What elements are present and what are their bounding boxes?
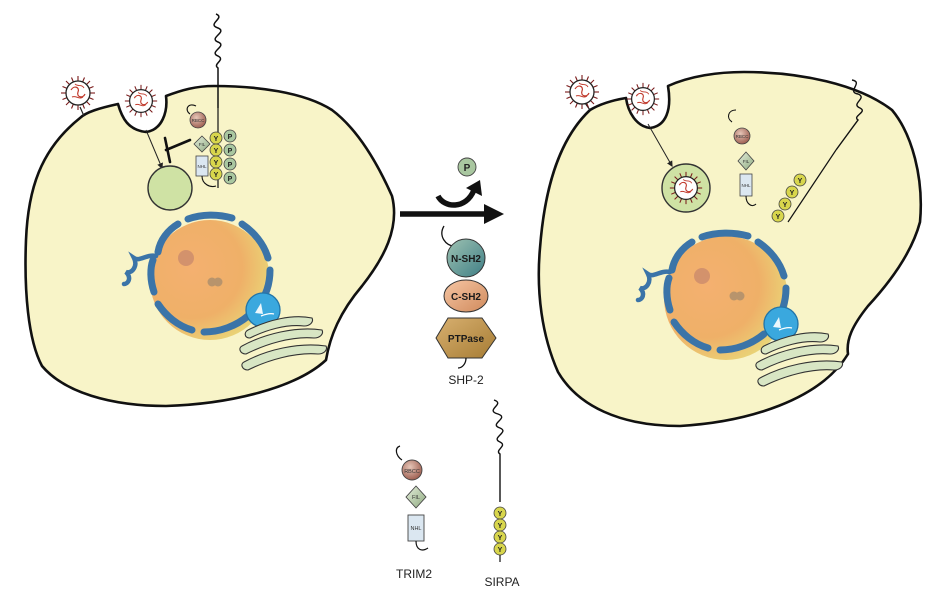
svg-text:Y: Y	[798, 178, 803, 185]
right-internalization-arrow	[647, 123, 673, 168]
release-arrowhead	[466, 180, 482, 196]
svg-text:Y: Y	[214, 148, 219, 155]
left-nucleus	[147, 211, 274, 340]
svg-text:Y: Y	[790, 190, 795, 197]
left-trim2-fil	[193, 135, 211, 153]
main-arrowhead	[484, 204, 504, 224]
svg-text:FIL: FIL	[199, 142, 206, 147]
left-mitochondrion	[245, 292, 281, 328]
released-phosphate: P	[457, 157, 477, 177]
svg-text:Y: Y	[214, 136, 219, 143]
right-trim2-fil	[737, 151, 755, 171]
svg-text:RBCC: RBCC	[736, 134, 750, 139]
svg-text:N-SH2: N-SH2	[451, 254, 481, 265]
left-engulfed-pathogen	[124, 84, 158, 118]
svg-text:Y: Y	[776, 214, 781, 221]
svg-text:P: P	[228, 148, 233, 155]
left-sirpa-receptor: Y Y Y Y P P P P	[209, 13, 237, 188]
left-golgi	[239, 316, 328, 371]
shp2-c-sh2-domain	[443, 279, 489, 313]
svg-text:Y: Y	[498, 535, 503, 542]
left-bound-pathogen	[60, 75, 96, 117]
svg-text:FIL: FIL	[743, 159, 750, 164]
right-phagosome-with-pathogen	[661, 163, 711, 213]
left-trim2: RBCC FIL NHL	[186, 104, 217, 188]
svg-text:NHL: NHL	[410, 526, 421, 532]
right-bound-pathogen	[564, 74, 600, 111]
shp2-protein: N-SH2 C-SH2 PTPase SHP-2	[435, 225, 497, 387]
right-trim2: RBCC FIL NHL	[727, 109, 757, 207]
svg-text:RBCC: RBCC	[404, 469, 420, 475]
trim2-rbcc-domain	[401, 459, 423, 481]
svg-text:Y: Y	[498, 547, 503, 554]
svg-text:Y: Y	[214, 172, 219, 179]
left-trim2-rbcc	[189, 111, 207, 129]
inhibition-symbol	[163, 136, 192, 164]
sirpa-label: SIRPA	[484, 575, 519, 589]
trim2-fil-domain	[405, 485, 427, 509]
left-phospho-groups: P P P P	[223, 129, 237, 185]
trim2-legend: RBCC FIL NHL TRIM2	[395, 445, 432, 581]
svg-text:NHL: NHL	[741, 183, 750, 188]
svg-text:P: P	[228, 176, 233, 183]
trim2-label: TRIM2	[396, 567, 432, 581]
right-engulfed-pathogen	[626, 82, 660, 116]
svg-text:NHL: NHL	[197, 164, 206, 169]
svg-text:P: P	[228, 162, 233, 169]
sirpa-tyrosine-beads: Y Y Y Y	[493, 506, 507, 556]
left-sirpa-tyrosines: Y Y Y Y	[209, 131, 223, 181]
svg-text:PTPase: PTPase	[448, 334, 485, 345]
right-er	[635, 267, 673, 303]
svg-text:C-SH2: C-SH2	[451, 292, 481, 303]
svg-text:P: P	[228, 134, 233, 141]
svg-text:RBCC: RBCC	[192, 118, 206, 123]
svg-text:Y: Y	[498, 511, 503, 518]
left-phagosome	[147, 165, 193, 211]
dephosphorylation-step: P	[400, 157, 504, 224]
svg-text:Y: Y	[783, 202, 788, 209]
svg-text:FIL: FIL	[412, 495, 420, 501]
shp2-label: SHP-2	[448, 373, 484, 387]
right-nucleus	[663, 229, 790, 360]
right-cell: RBCC FIL NHL Y Y Y Y	[537, 70, 923, 428]
right-sirpa-tyrosines: Y Y Y Y	[771, 173, 807, 223]
right-golgi	[755, 332, 844, 387]
svg-text:Y: Y	[498, 523, 503, 530]
right-trim2-rbcc	[733, 127, 751, 145]
svg-text:Y: Y	[214, 160, 219, 167]
shp2-n-sh2-domain	[446, 238, 486, 278]
release-arrow	[435, 188, 477, 208]
svg-text:P: P	[464, 163, 471, 174]
sirpa-legend: Y Y Y Y SIRPA	[484, 399, 520, 589]
left-er	[121, 251, 159, 287]
left-cell: Y Y Y Y P P P P RBCC FIL	[24, 13, 396, 408]
left-internalization-arrow	[145, 129, 163, 170]
right-sirpa-receptor: Y Y Y Y	[771, 79, 863, 223]
shp2-ptpase-domain	[435, 317, 497, 359]
